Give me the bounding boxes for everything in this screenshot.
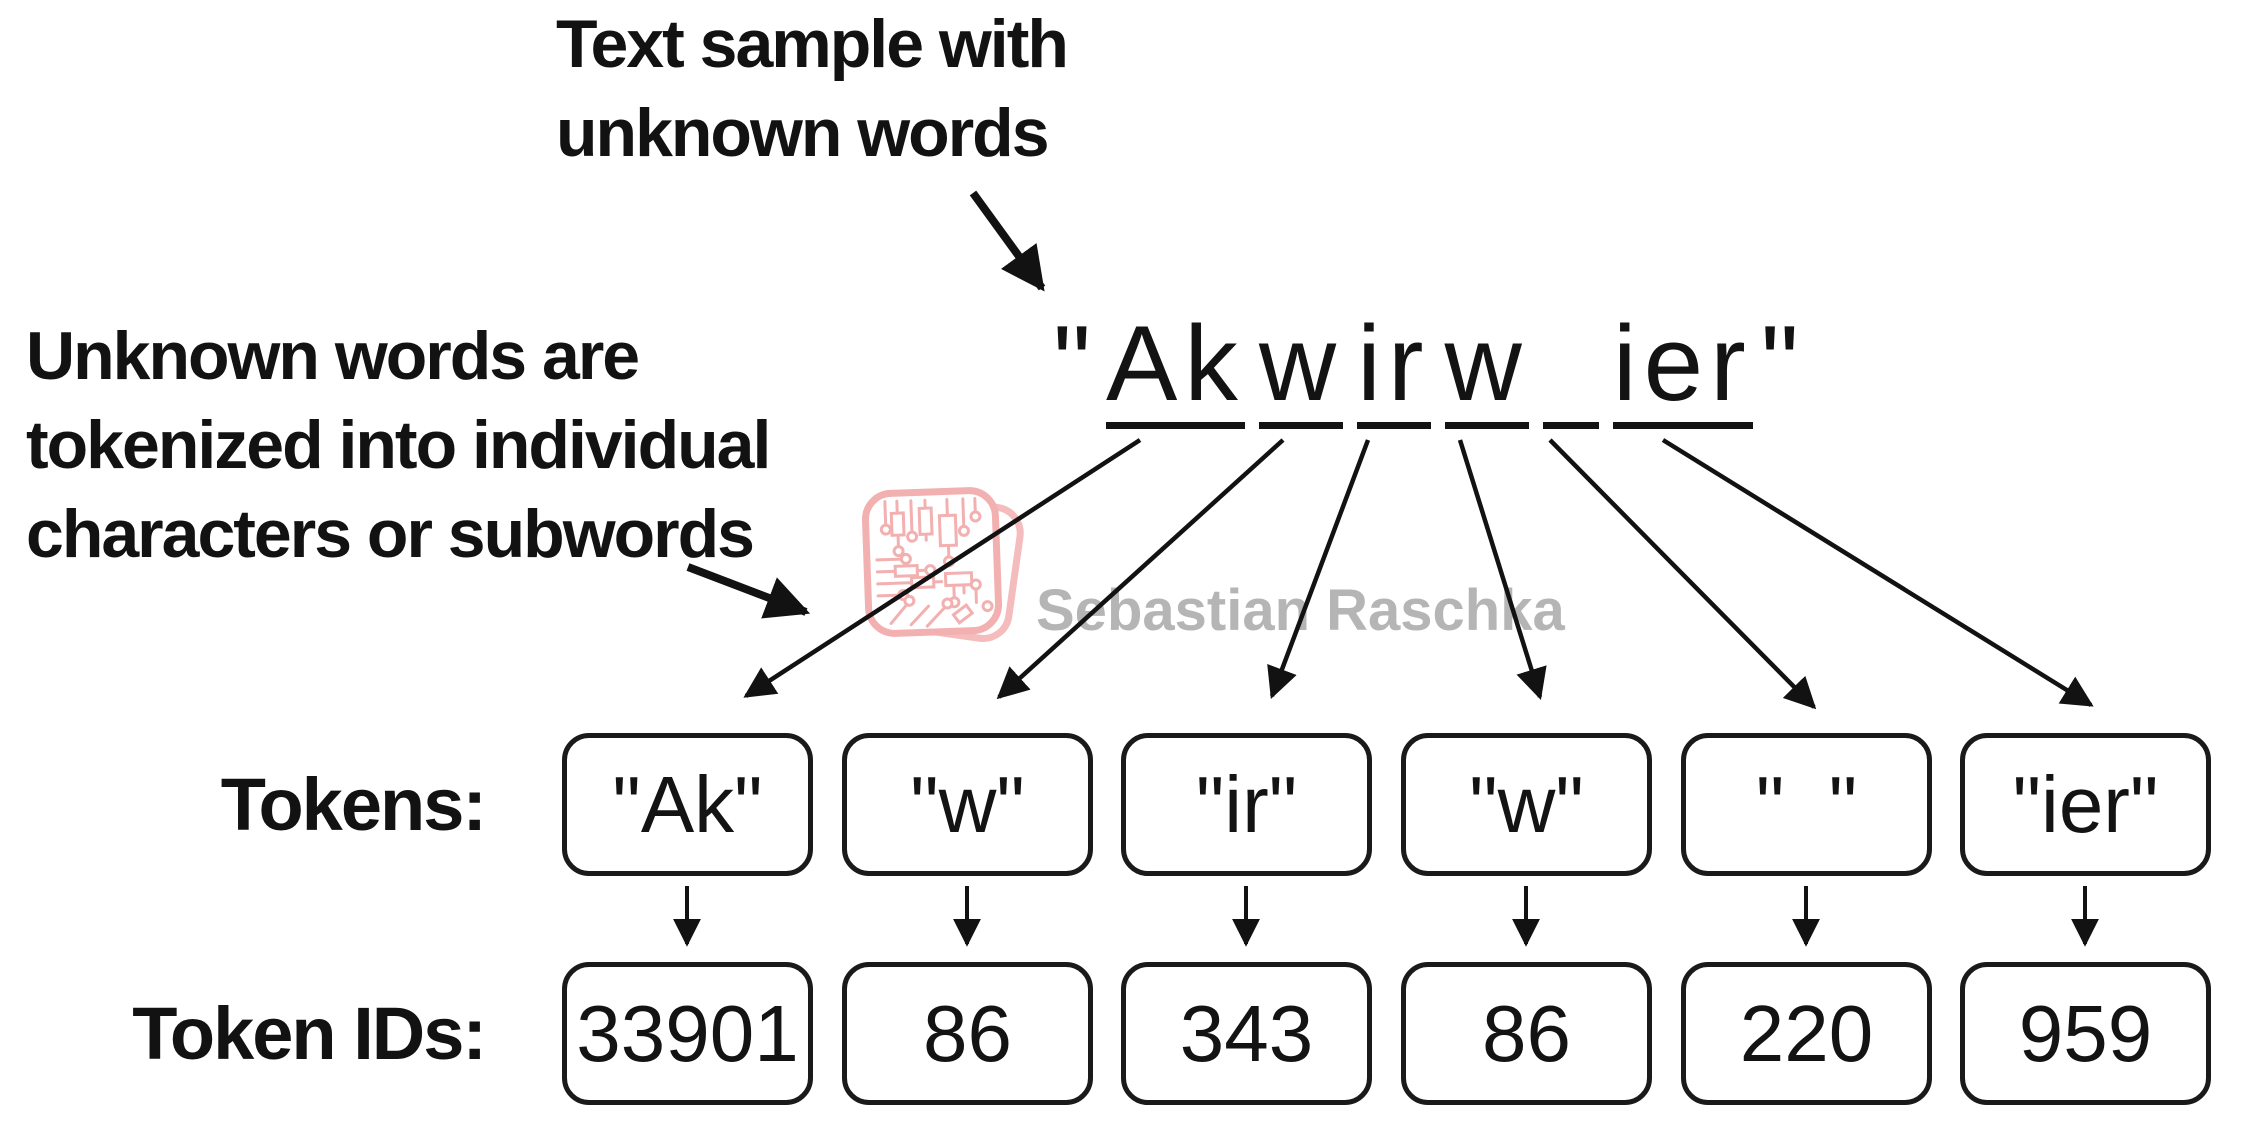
fan-arrow-4 <box>1457 439 1547 701</box>
token-id-box: 86 <box>1401 962 1652 1105</box>
tokens-row-label: Tokens: <box>220 763 487 846</box>
token-id-box: 343 <box>1121 962 1372 1105</box>
left-annotation: Unknown words are tokenized into individ… <box>26 312 771 579</box>
sample-token-w2: w <box>1444 305 1529 429</box>
left-annotation-line: characters or subwords <box>26 496 755 572</box>
sample-token-ir: ir <box>1357 305 1431 429</box>
token-box: "ier" <box>1960 733 2211 876</box>
sample-token-ier: ier <box>1612 305 1753 429</box>
fan-arrow-1 <box>743 438 1142 698</box>
token-box: "Ak" <box>562 733 813 876</box>
left-annotation-line: Unknown words are <box>26 318 640 394</box>
token-id-box: 220 <box>1681 962 1932 1105</box>
sample-token-ak: Ak <box>1105 305 1245 429</box>
token-box: "ir" <box>1121 733 1372 876</box>
token-box: " " <box>1681 733 1932 876</box>
fan-arrow-2 <box>996 438 1285 700</box>
token-box: "w" <box>1401 733 1652 876</box>
token-ids-row-label: Token IDs: <box>132 992 487 1075</box>
token-id-box: 33901 <box>562 962 813 1105</box>
close-quote: " <box>1760 303 1806 423</box>
fan-arrow-3 <box>1267 439 1371 699</box>
top-annotation-line: unknown words <box>556 95 1050 171</box>
token-id-box: 86 <box>842 962 1093 1105</box>
top-annotation: Text sample with unknown words <box>556 0 1069 178</box>
left-annotation-line: tokenized into individual <box>26 407 771 483</box>
token-id-box: 959 <box>1960 962 2211 1105</box>
fan-arrow-5 <box>1548 438 1817 710</box>
open-quote: " <box>1053 303 1098 423</box>
fan-arrow-6 <box>1661 438 2094 707</box>
sample-token-w1: w <box>1258 305 1344 429</box>
sample-token-space <box>1542 305 1599 429</box>
left-annotation-arrow <box>686 563 811 619</box>
top-annotation-line: Text sample with <box>556 6 1069 82</box>
top-annotation-arrow <box>969 190 1046 292</box>
token-box: "w" <box>842 733 1093 876</box>
watermark-author: Sebastian Raschka <box>1036 578 1565 643</box>
